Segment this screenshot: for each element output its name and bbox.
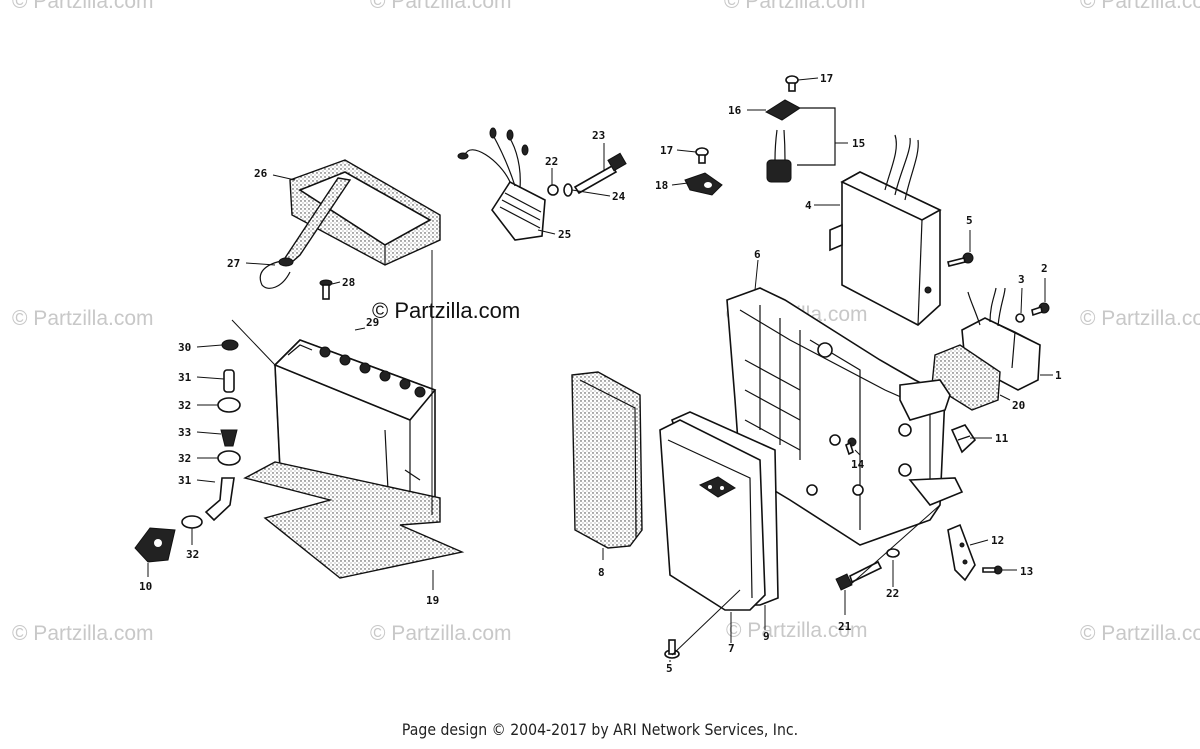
callout-22: 22	[886, 587, 899, 600]
callout-30: 30	[178, 341, 191, 354]
callout-5: 5	[966, 214, 973, 227]
watermark: © Partzilla.com	[1080, 0, 1200, 13]
battery-cover	[289, 159, 441, 266]
callout-11: 11	[995, 432, 1009, 445]
regulator	[457, 127, 546, 241]
cdi-unit	[829, 134, 942, 326]
callout-5: 5	[666, 662, 673, 675]
lid-screw	[664, 639, 680, 659]
callout-16: 16	[728, 104, 742, 117]
cdi-clamp-assembly	[764, 75, 836, 183]
callout-31: 31	[178, 371, 192, 384]
callout-32: 32	[178, 452, 191, 465]
watermark: © Partzilla.com	[1080, 622, 1200, 645]
watermark-center: © Partzilla.com	[372, 298, 521, 323]
callout-3: 3	[1018, 273, 1025, 286]
callout-8: 8	[598, 566, 605, 579]
callout-24: 24	[612, 190, 626, 203]
clip	[950, 424, 977, 454]
callout-2: 2	[1041, 262, 1048, 275]
callout-32: 32	[178, 399, 191, 412]
vent-hose-assembly	[134, 339, 241, 563]
leader-lines	[147, 77, 1053, 662]
watermark: © Partzilla.com	[370, 622, 512, 645]
bracket-screw	[982, 565, 1003, 575]
watermark: © Partzilla.com	[726, 619, 868, 642]
callout-labels: 1 2 3 4 5 5 6 7 8 9 10 11 12 13 14 15 16…	[139, 72, 1062, 675]
callout-17: 17	[820, 72, 833, 85]
rectifier	[961, 287, 1041, 391]
mounting-bolt	[835, 548, 900, 591]
callout-15: 15	[852, 137, 865, 150]
callout-4: 4	[805, 199, 812, 212]
battery-strap	[259, 177, 352, 289]
watermark: © Partzilla.com	[1080, 307, 1200, 330]
box-lid	[659, 419, 766, 611]
battery-mat	[243, 461, 465, 579]
callout-20: 20	[1012, 399, 1025, 412]
callout-33: 33	[178, 426, 191, 439]
callout-23: 23	[592, 129, 605, 142]
small-screw	[845, 437, 857, 456]
callout-22: 22	[545, 155, 558, 168]
watermark: © Partzilla.com	[370, 0, 512, 13]
callout-31: 31	[178, 474, 192, 487]
callout-25: 25	[558, 228, 571, 241]
callout-18: 18	[655, 179, 668, 192]
callout-6: 6	[754, 248, 761, 261]
callout-21: 21	[838, 620, 852, 633]
rectifier-screws	[1015, 302, 1050, 323]
callout-14: 14	[851, 458, 865, 471]
callout-28: 28	[342, 276, 355, 289]
battery-bolt	[319, 279, 333, 300]
wire-clamp	[684, 147, 723, 196]
watermark: © Partzilla.com	[12, 0, 154, 13]
callout-12: 12	[991, 534, 1004, 547]
watermark: © Partzilla.com	[12, 307, 154, 330]
bracket	[947, 523, 976, 582]
cdi-bolt	[947, 252, 974, 267]
watermark: © Partzilla.com	[724, 0, 866, 13]
callout-9: 9	[763, 630, 770, 643]
callout-19: 19	[426, 594, 439, 607]
callout-13: 13	[1020, 565, 1033, 578]
callout-29: 29	[366, 316, 379, 329]
side-cover	[571, 371, 643, 549]
callout-1: 1	[1055, 369, 1062, 382]
electrical-box	[726, 287, 964, 546]
callout-26: 26	[254, 167, 268, 180]
callout-7: 7	[728, 642, 735, 655]
callout-10: 10	[139, 580, 152, 593]
watermark: © Partzilla.com	[12, 622, 154, 645]
callout-17: 17	[660, 144, 673, 157]
callout-27: 27	[227, 257, 240, 270]
callout-32: 32	[186, 548, 199, 561]
footer-copyright: Page design © 2004-2017 by ARI Network S…	[401, 720, 799, 739]
